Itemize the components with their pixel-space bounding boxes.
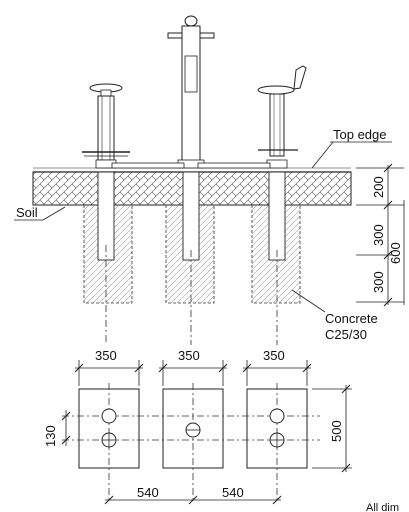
connecting-beams (111, 162, 271, 169)
concrete-label: Concrete (325, 311, 378, 326)
center-axes (105, 245, 278, 345)
plan-width-dimensions (74, 360, 312, 386)
post-footings (97, 171, 286, 261)
plan-post-circles (101, 408, 285, 448)
plan-spacing-2: 540 (222, 485, 244, 500)
top-edge-label: Top edge (333, 127, 387, 142)
left-stool (82, 83, 130, 169)
dim-300-lower: 300 (371, 271, 386, 293)
leaders (14, 141, 392, 313)
right-chair (257, 65, 307, 169)
dim-600: 600 (388, 242, 403, 264)
dim-300-upper: 300 (371, 224, 386, 246)
plan-width-3: 350 (263, 348, 285, 363)
plan-width-1: 350 (95, 348, 117, 363)
center-post (167, 15, 215, 169)
plan-offset-130: 130 (43, 425, 58, 447)
dim-200: 200 (371, 176, 386, 198)
plan-width-2: 350 (178, 348, 200, 363)
all-dim-note: All dim (366, 502, 399, 512)
elevation-dimension-lines (356, 163, 405, 307)
spacing-dimensions (104, 495, 282, 505)
plan-spacing-1: 540 (137, 485, 159, 500)
offset-dimension (61, 410, 71, 446)
soil-label: Soil (16, 205, 38, 220)
concrete-grade-label: C25/30 (325, 327, 367, 342)
plan-depth-500: 500 (329, 420, 344, 442)
depth-dimension (312, 384, 352, 473)
